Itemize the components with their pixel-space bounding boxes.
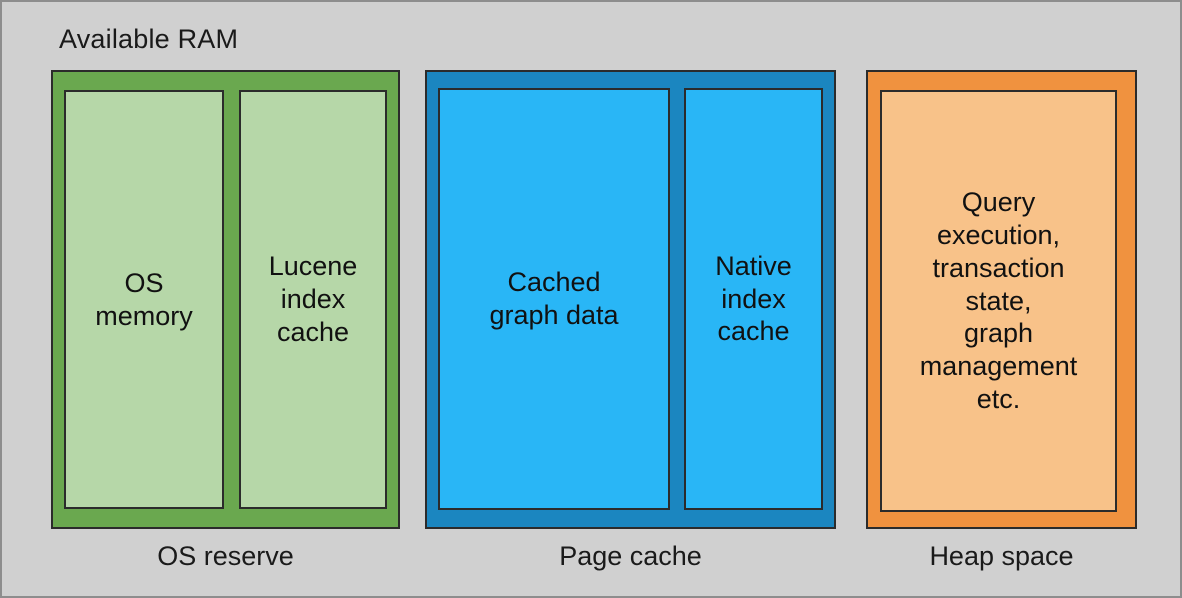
cell-os-memory: OS memory — [64, 90, 224, 509]
caption-page-cache: Page cache — [559, 541, 702, 571]
cell-cached-graph-data: Cached graph data — [438, 88, 670, 510]
cell-native-index-cache-label: Native index cache — [715, 250, 792, 347]
diagram-title: Available RAM — [59, 24, 239, 54]
cell-os-memory-label: OS memory — [95, 267, 193, 331]
cell-lucene-index-cache-label: Lucene index cache — [268, 251, 358, 347]
cell-heap-contents: Query execution, transaction state, grap… — [880, 90, 1117, 512]
caption-os-reserve: OS reserve — [157, 541, 294, 571]
cell-cached-graph-data-label: Cached graph data — [489, 267, 619, 330]
cell-heap-contents-label: Query execution, transaction state, grap… — [919, 186, 1078, 415]
cell-lucene-index-cache: Lucene index cache — [239, 90, 387, 509]
caption-heap-space: Heap space — [929, 541, 1074, 571]
cell-native-index-cache: Native index cache — [684, 88, 823, 510]
